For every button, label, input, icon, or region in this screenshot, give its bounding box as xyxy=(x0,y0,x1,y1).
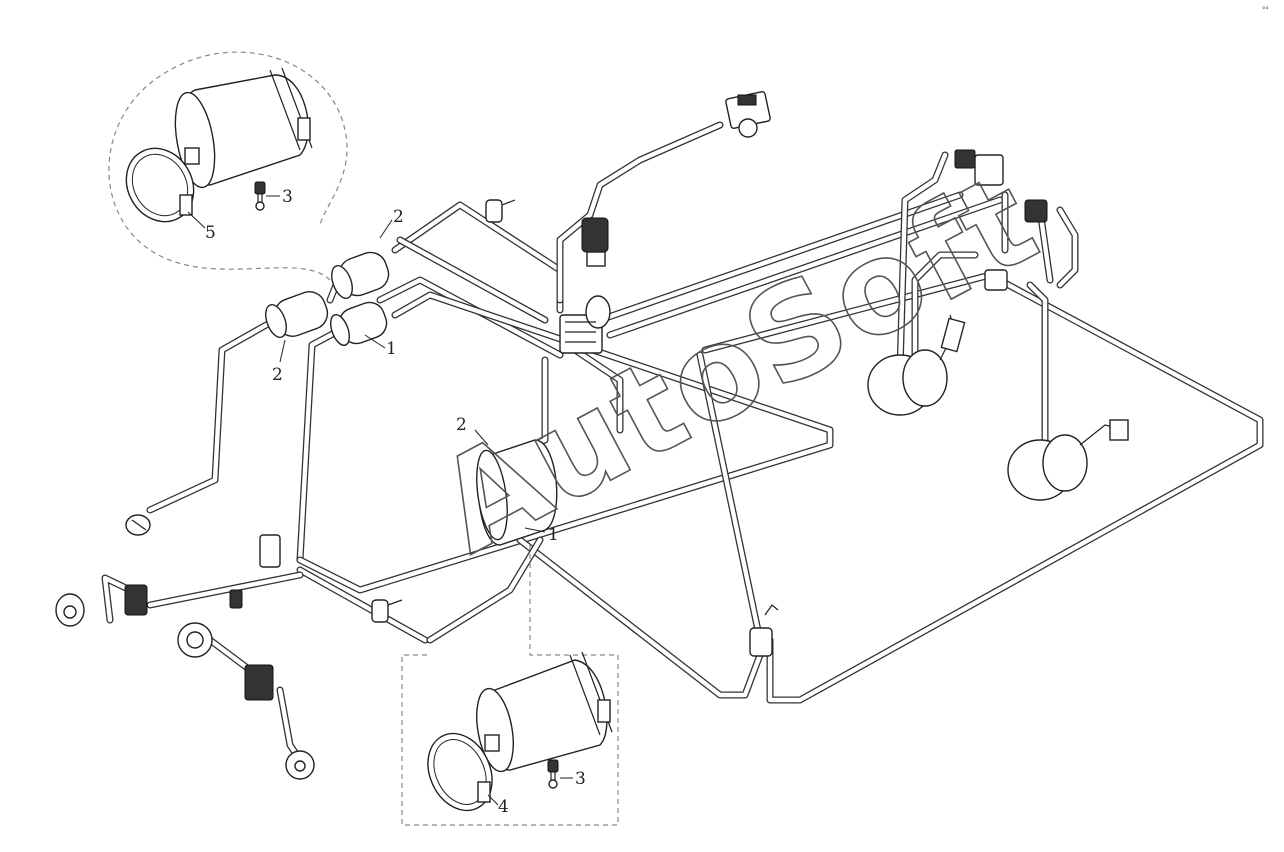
callout-reservoir-front: 1 xyxy=(386,339,397,359)
brake-chamber-rear-lower xyxy=(1007,419,1129,501)
sensor-lower xyxy=(371,599,403,623)
air-reservoir-tank-detail-bottom xyxy=(476,651,613,773)
detail-callout-bottom: 3 4 xyxy=(401,545,619,826)
trailer-valve xyxy=(177,622,213,658)
air-reservoir-upper-2 xyxy=(265,291,329,338)
air-dryer xyxy=(581,217,609,267)
callout-tank-strap-bottom: 4 xyxy=(498,797,509,817)
drain-valve-detail xyxy=(254,181,266,211)
sensor-left xyxy=(125,514,151,536)
air-reservoir-upper-1 xyxy=(331,251,390,299)
callout-drain-valve-top: 3 xyxy=(282,187,293,207)
callout-reservoir-middle-front: 1 xyxy=(548,525,559,545)
callout-tank-strap-top: 5 xyxy=(205,223,216,243)
sensor-top xyxy=(485,199,516,223)
valve-block-lower xyxy=(244,664,274,701)
callout-reservoir-upper: 2 xyxy=(393,207,404,227)
air-reservoir-tank-detail xyxy=(174,67,313,189)
valve-block-left xyxy=(124,584,148,616)
brake-chamber-rear-upper xyxy=(867,314,966,416)
compressor xyxy=(725,91,771,138)
control-valve-bottom-right xyxy=(749,604,779,657)
coupling-head-lower xyxy=(285,750,315,780)
corner-mark: °° xyxy=(1262,6,1269,14)
callout-reservoir-middle: 2 xyxy=(456,415,467,435)
pipe-network xyxy=(101,121,1264,764)
valve-left-cluster xyxy=(229,534,281,609)
callout-reservoir-left: 2 xyxy=(272,365,283,385)
callout-drain-valve-bottom: 3 xyxy=(575,769,586,789)
tank-strap-ring-detail xyxy=(125,147,195,223)
relay-valve-cluster xyxy=(954,149,1048,291)
tank-strap-ring-detail-bottom xyxy=(427,732,493,812)
air-reservoir-middle xyxy=(476,439,558,546)
protection-valve xyxy=(559,295,611,354)
drain-valve-detail-bottom xyxy=(547,759,559,789)
coupling-head-left xyxy=(55,593,85,627)
air-reservoir-upper-3 xyxy=(330,301,388,346)
detail-callout-top-left: 3 5 xyxy=(108,51,348,281)
